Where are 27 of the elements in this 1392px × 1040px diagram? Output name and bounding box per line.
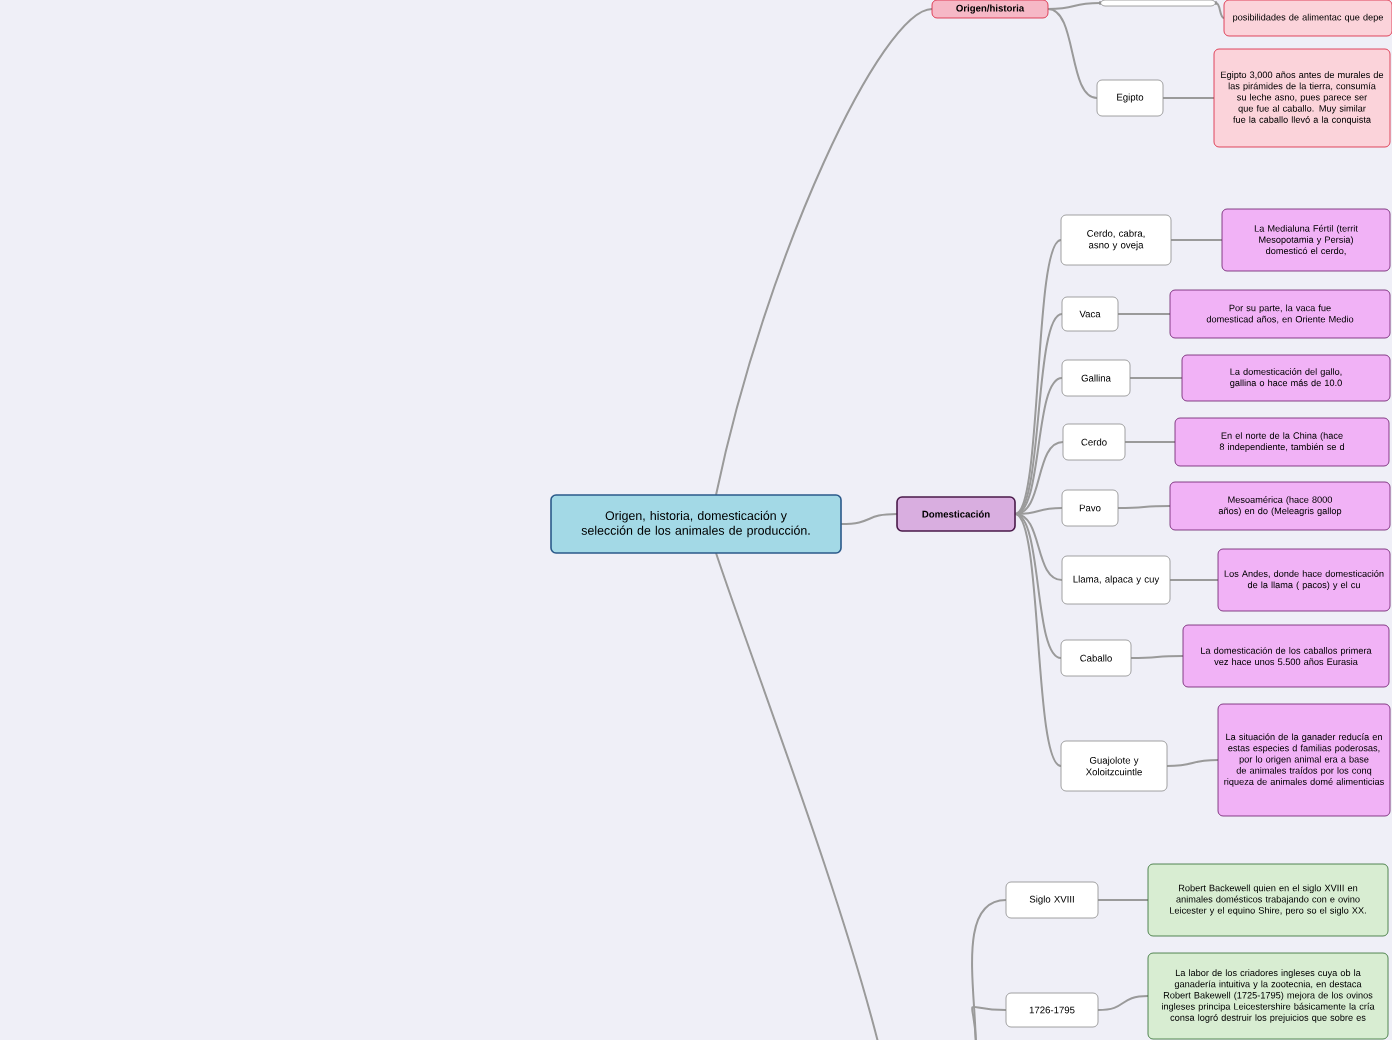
connector <box>1097 995 1149 1011</box>
connector <box>1047 8 1098 99</box>
connector <box>1047 2 1101 10</box>
connector <box>1014 513 1062 767</box>
connector <box>1215 2 1225 19</box>
connector <box>1117 313 1171 315</box>
connector <box>1162 97 1215 99</box>
connector <box>1014 313 1063 515</box>
subtopic-box <box>1099 0 1217 7</box>
connector <box>840 513 898 525</box>
connector <box>1014 513 1062 659</box>
connector <box>971 1005 1007 1040</box>
connector <box>1014 239 1062 515</box>
connector <box>1014 441 1064 515</box>
connector <box>1014 513 1063 581</box>
connector <box>1170 239 1223 241</box>
connector <box>715 8 933 496</box>
connector <box>1129 377 1183 379</box>
connector <box>971 899 1007 1040</box>
connector <box>1130 655 1184 659</box>
connector <box>1097 899 1149 901</box>
connector <box>1014 377 1063 515</box>
connector <box>715 552 881 1040</box>
connector <box>1166 759 1219 767</box>
connector <box>1169 579 1219 581</box>
connector <box>1124 441 1176 443</box>
connector <box>1117 505 1171 509</box>
